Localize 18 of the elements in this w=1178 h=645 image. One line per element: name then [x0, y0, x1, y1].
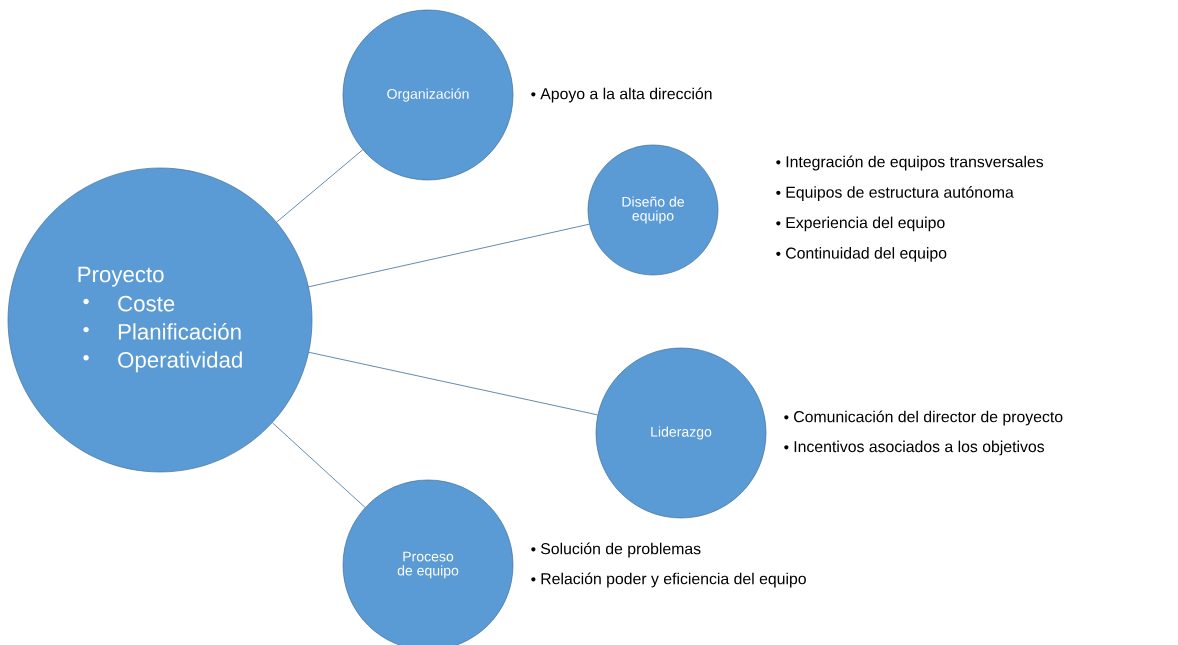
circle-node: Proceso de equipo — [342, 479, 514, 645]
bullet-item: Incentivos asociados a los objetivos — [784, 440, 1045, 456]
connector-line — [272, 422, 366, 508]
bullet-item: Solución de problemas — [531, 542, 701, 558]
circle-node: Diseño de equipo — [587, 144, 719, 276]
connector-line — [308, 223, 590, 288]
bullet-item: Integración de equipos transversales — [776, 155, 1044, 171]
circle-node: Proyecto Coste Planificación Operatividad — [7, 167, 313, 473]
circle-node: Liderazgo — [595, 347, 767, 519]
bullet-item: Continuidad del equipo — [776, 247, 947, 262]
bullet-item: Equipos de estructura autónoma — [776, 186, 1014, 201]
bullet-item: Comunicación del director de proyecto — [784, 410, 1063, 426]
circle-node: Organización — [342, 9, 514, 181]
bullet-item: Experiencia del equipo — [776, 216, 945, 232]
connector-line — [308, 351, 598, 416]
bullet-item: Relación poder y eficiencia del equipo — [531, 572, 806, 588]
connector-line — [276, 149, 364, 223]
bullet-item: Apoyo a la alta dirección — [531, 87, 712, 103]
